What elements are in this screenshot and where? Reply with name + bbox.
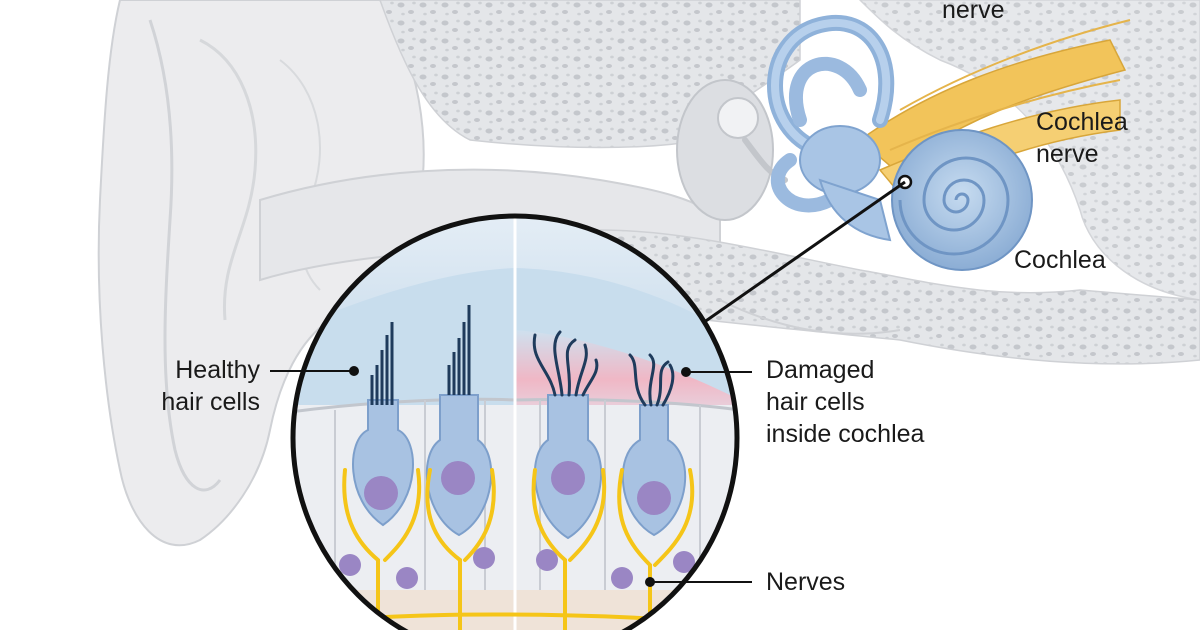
semicircular-canals xyxy=(767,15,895,213)
healthy-hair-cell xyxy=(352,322,414,527)
cochlea-label: Cochlea xyxy=(1014,246,1106,274)
damaged-hair-cells-label-line3: inside cochlea xyxy=(766,420,925,448)
healthy-hair-cells-label-line2: hair cells xyxy=(161,388,260,416)
support-cell-nuclei xyxy=(339,547,695,589)
damaged-hair-cell xyxy=(621,353,687,537)
magnified-view xyxy=(290,213,740,630)
damaged-hair-cell xyxy=(532,330,603,540)
nerves-label: Nerves xyxy=(766,568,846,596)
healthy-hair-cell xyxy=(425,305,493,537)
zoom-leader-line xyxy=(699,180,906,327)
cochlea-shape xyxy=(818,129,1033,271)
vestibular-nerve-label: nerve xyxy=(942,0,1005,24)
damaged-hair-cells-label-line1: Damaged xyxy=(766,356,875,384)
cochlea-nerve-label-line1: Cochlea xyxy=(1036,108,1128,136)
label-leader-lines xyxy=(270,366,752,587)
damaged-hair-cells-label-line2: hair cells xyxy=(766,388,865,416)
cochlea-nerve-label-line2: nerve xyxy=(1036,140,1099,168)
healthy-hair-cells-label-line1: Healthy xyxy=(175,356,260,384)
